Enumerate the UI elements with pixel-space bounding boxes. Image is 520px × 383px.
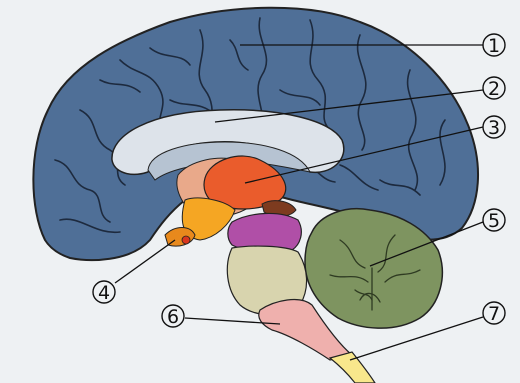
svg-text:7: 7 — [488, 303, 500, 325]
svg-text:5: 5 — [488, 210, 500, 232]
spinal-cord — [330, 352, 375, 383]
label-2: 2 — [483, 77, 505, 100]
optic-chiasm-dot — [182, 236, 190, 244]
label-3: 3 — [483, 116, 505, 139]
svg-text:1: 1 — [488, 35, 500, 57]
label-7: 7 — [483, 302, 505, 325]
label-4: 4 — [93, 281, 115, 304]
svg-text:6: 6 — [167, 306, 179, 328]
label-6: 6 — [162, 305, 184, 328]
label-5: 5 — [483, 209, 505, 232]
label-1: 1 — [483, 34, 505, 57]
svg-text:2: 2 — [488, 78, 500, 100]
svg-text:3: 3 — [488, 117, 500, 139]
svg-text:4: 4 — [98, 282, 110, 304]
